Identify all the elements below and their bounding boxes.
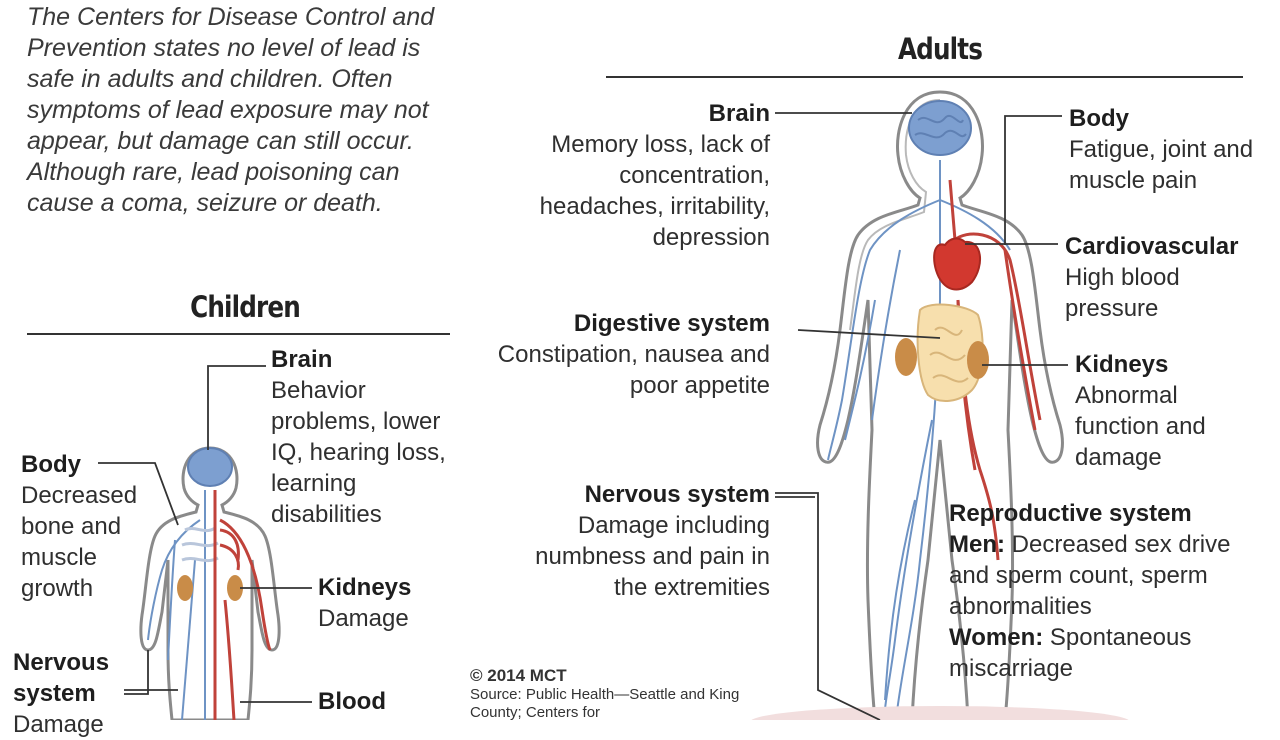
child-brain-desc: Behavior problems, lower IQ, hearing los… [271,377,446,528]
adult-reproductive-heading: Reproductive system [949,500,1192,527]
child-kidney-right [227,575,243,601]
copyright: © 2014 MCT [470,666,567,685]
adult-body-heading: Body [1069,105,1129,132]
adult-digestive-label: Digestive system Constipation, nausea an… [490,308,770,401]
adult-kidney-right [967,341,989,379]
child-body-label: Body Decreased bone and muscle growth [21,449,161,604]
adult-brain-label: Brain Memory loss, lack of concentration… [500,98,770,253]
adult-body-outline [816,90,1064,720]
floor-shadow [751,706,1129,720]
source-line: Source: Public Health—Seattle and King C… [470,686,740,721]
child-kidneys-label: Kidneys Damage [318,572,448,634]
adult-heart [933,237,981,291]
children-title-rule [27,333,450,335]
adult-body-label: Body Fatigue, joint and muscle pain [1069,103,1274,196]
child-kidneys-desc: Damage [318,605,409,632]
adult-digestive-desc: Constipation, nausea and poor appetite [497,341,770,399]
children-title: Children [190,290,301,324]
child-arteries [213,490,272,720]
adults-title-rule [606,76,1243,78]
adult-brain-desc: Memory loss, lack of concentration, head… [539,131,770,251]
adult-reproductive-men-label: Men: [949,531,1005,558]
child-blood-label: Blood [318,686,438,717]
adult-brain [908,100,972,156]
adult-brain-heading: Brain [708,100,770,127]
adult-body-desc: Fatigue, joint and muscle pain [1069,136,1254,194]
child-kidney-left [177,575,193,601]
credit-block: © 2014 MCT Source: Public Health—Seattle… [470,667,760,722]
child-nervous-desc: Damage [13,711,104,738]
adult-kidneys-desc: Abnormal function and damage [1075,382,1206,471]
adult-digestive-heading: Digestive system [573,310,770,337]
child-brain [187,447,233,487]
child-body-heading: Body [21,451,81,478]
adult-reproductive-label: Reproductive system Men: Decreased sex d… [949,498,1239,684]
adult-kidneys-heading: Kidneys [1075,351,1169,378]
anatomy-illustration [98,90,1129,720]
adult-cardio-label: Cardiovascular High blood pressure [1065,231,1275,324]
adult-kidney-left [895,338,917,376]
adult-cardio-desc: High blood pressure [1065,264,1180,322]
child-body-desc: Decreased bone and muscle growth [21,482,138,602]
child-brain-heading: Brain [271,346,333,373]
child-figure [139,446,281,720]
child-brain-label: Brain Behavior problems, lower IQ, heari… [271,344,471,530]
adult-reproductive-women-desc: Spontaneous miscarriage [949,624,1192,682]
adult-kidneys-label: Kidneys Abnormal function and damage [1075,349,1255,473]
adult-nervous-label: Nervous system Damage including numbness… [510,479,770,603]
child-blood-heading: Blood [318,688,386,715]
adult-nervous-desc: Damage including numbness and pain in th… [535,512,770,601]
child-nervous-heading: Nervous system [13,649,110,707]
adult-cardio-heading: Cardiovascular [1065,233,1239,260]
intro-text: The Centers for Disease Control and Prev… [27,3,435,217]
adult-nervous-heading: Nervous system [584,481,770,508]
adult-reproductive-men-desc: Decreased sex drive and sperm count, spe… [949,531,1231,620]
adults-title: Adults [897,32,983,66]
child-body-outline [139,446,281,720]
adult-reproductive-women-label: Women: [949,624,1044,651]
child-kidneys-heading: Kidneys [318,574,412,601]
adult-figure [816,90,1064,720]
child-nervous-label: Nervous system Damage [13,647,128,740]
leader-lines [98,112,1068,720]
